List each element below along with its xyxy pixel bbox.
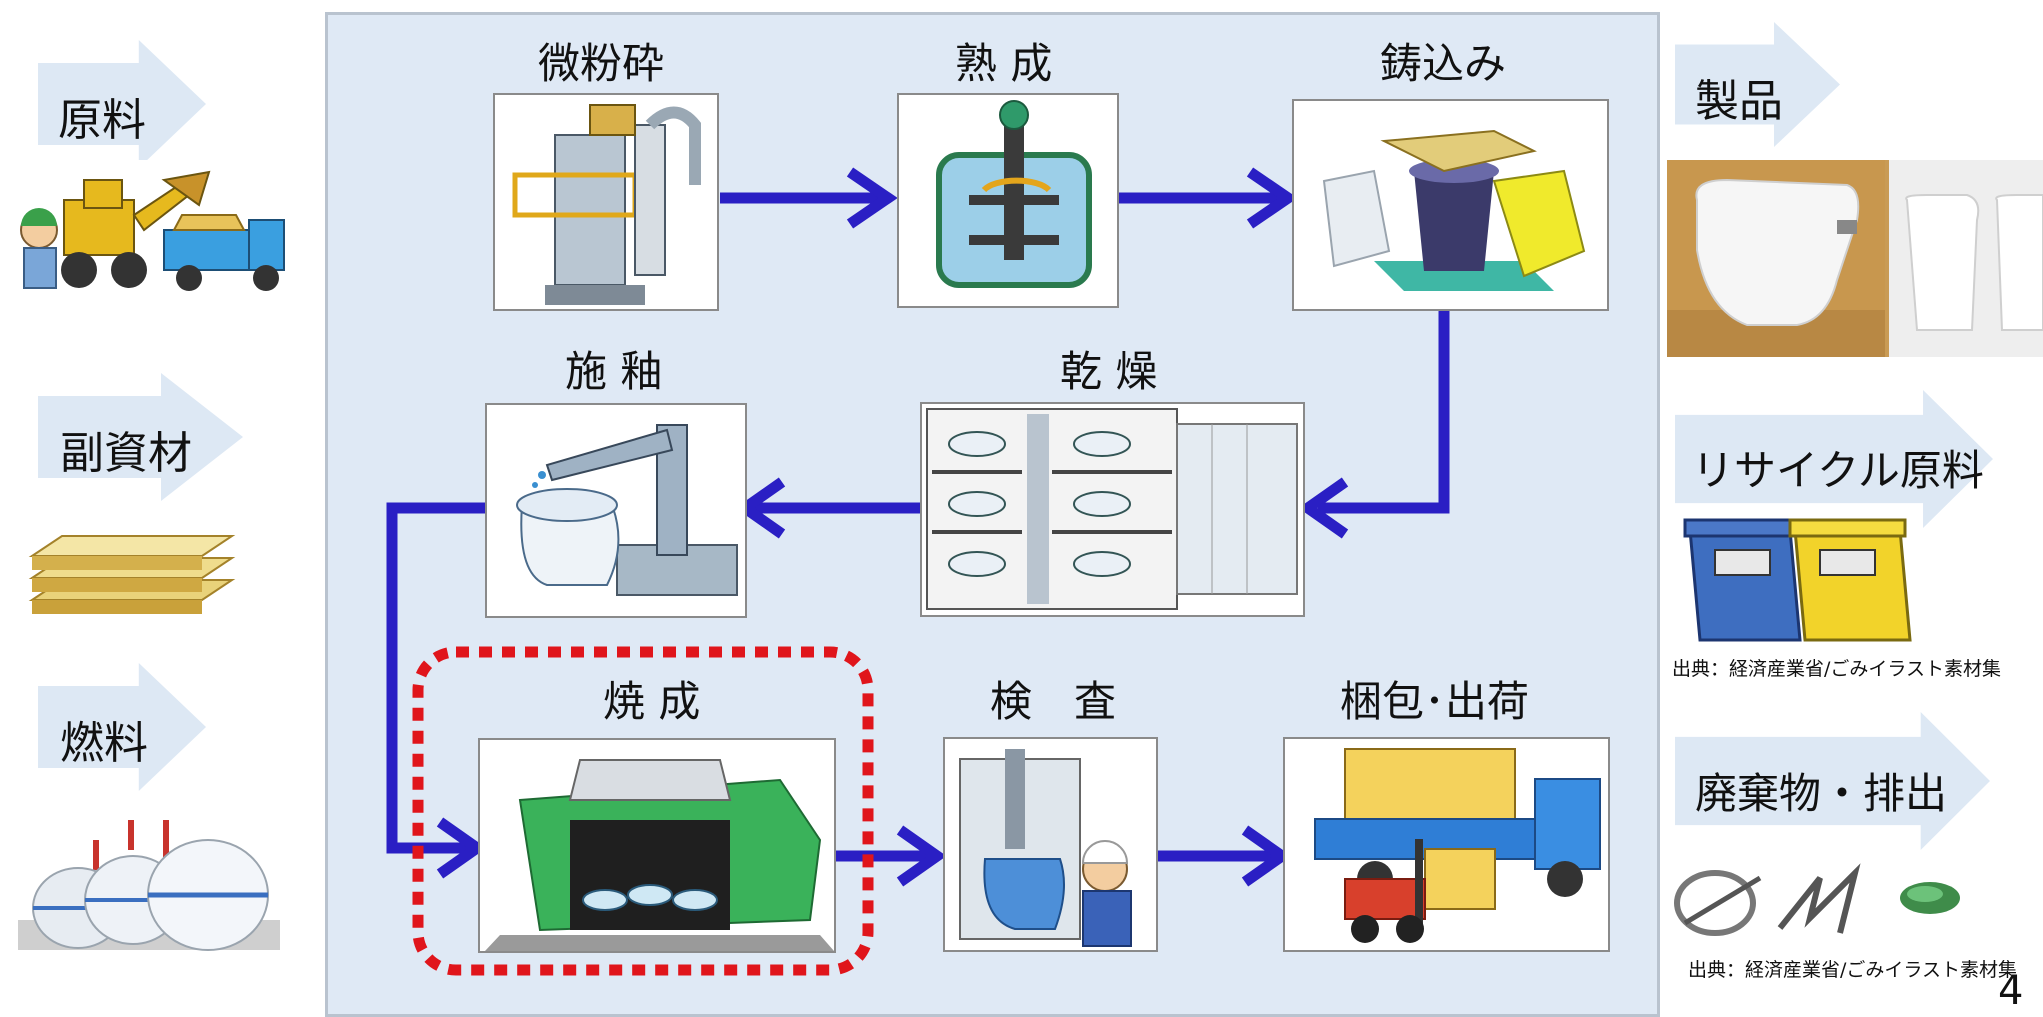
kiln-icon — [485, 759, 834, 951]
recycle-source-caption: 出典：経済産業省/ごみイラスト素材集 — [1672, 658, 2002, 680]
step-image-firing — [478, 738, 836, 953]
step-image-inspection — [943, 737, 1158, 952]
waste-discharge-label: 廃棄物・排出 — [1695, 769, 1948, 818]
toilet-and-urinal-icon — [1667, 160, 2043, 357]
step-image-fine-grinding — [493, 93, 719, 311]
glazing-robot-icon — [516, 424, 738, 596]
sub-materials-illustration — [28, 535, 236, 614]
step-image-packing-shipping — [1283, 737, 1610, 952]
step-title-firing: 焼 成 — [603, 677, 701, 726]
step-title-inspection: 検 査 — [990, 677, 1117, 726]
step-title-casting: 鋳込み — [1380, 39, 1507, 88]
raw-materials-illustration — [4, 160, 296, 306]
drying-chamber-icon — [926, 408, 1298, 610]
casting-mold-icon — [1322, 129, 1586, 291]
sub-materials-label: 副資材 — [60, 428, 192, 479]
grinding-mill-icon — [512, 104, 701, 305]
step-image-aging — [897, 93, 1119, 308]
page-number: 4 — [1998, 968, 2024, 1014]
waste-illustration — [1674, 863, 1960, 936]
step-title-packing-shipping: 梱包･出荷 — [1340, 677, 1530, 726]
inspection-icon — [959, 749, 1132, 947]
step-image-glazing — [485, 403, 747, 618]
step-title-glazing: 施 釉 — [565, 347, 663, 396]
fuel-label: 燃料 — [60, 718, 148, 769]
raw-materials-label: 原料 — [58, 95, 146, 146]
recycle-bins-illustration — [1683, 518, 1912, 642]
forklift-truck-icon — [1314, 748, 1601, 943]
step-image-casting — [1292, 99, 1609, 311]
products-photo — [1667, 160, 2043, 357]
step-image-drying — [920, 402, 1305, 617]
aging-tank-icon — [936, 100, 1092, 288]
step-title-fine-grinding: 微粉砕 — [538, 39, 665, 88]
step-title-drying: 乾 燥 — [1060, 347, 1158, 396]
fuel-tanks-illustration — [18, 820, 280, 951]
products-label: 製品 — [1695, 76, 1783, 127]
waste-source-caption: 出典：経済産業省/ごみイラスト素材集 — [1688, 959, 2018, 981]
recycled-materials-label: リサイクル原料 — [1692, 446, 1984, 495]
step-title-aging: 熟 成 — [955, 39, 1053, 88]
